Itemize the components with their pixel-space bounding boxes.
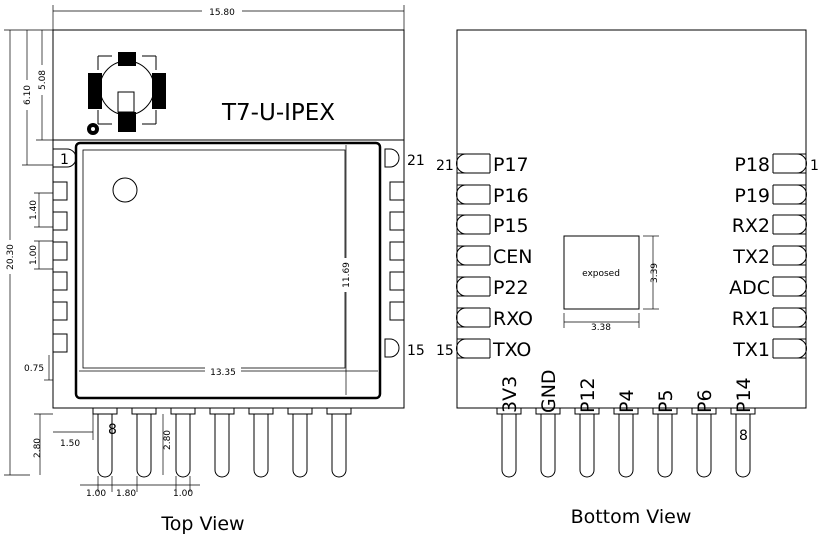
top-view: 15.80 20.30 6.10 5.08 1.40 1.00 0.75 <box>4 5 425 535</box>
bottom-left-pads <box>456 153 491 359</box>
bottom-view-caption: Bottom View <box>571 506 692 528</box>
pad-w2-dim-label: 1.00 <box>173 489 193 499</box>
bottom-pin-15-label: 15 <box>436 343 454 359</box>
bottom-pin-3: P12 <box>577 377 599 413</box>
shield-inner <box>82 149 346 369</box>
bottom-pin-2: GND <box>538 369 560 413</box>
exposed-pad <box>563 235 640 310</box>
bottom-pin-7: P14 <box>733 377 755 413</box>
exposed-width-dim-label: 3.38 <box>591 323 611 333</box>
top-left-pins <box>53 148 77 353</box>
module-label: T7-U-IPEX <box>221 100 335 126</box>
right-pin-4: TX2 <box>732 246 770 268</box>
exposed-height-dim-label: 3.39 <box>650 263 660 283</box>
ipex-connector <box>87 52 166 135</box>
right-pin-5: ADC <box>729 277 770 299</box>
pad-length-right-dim-label: 2.80 <box>163 430 173 450</box>
bottom-view: P17 P16 P15 CEN P22 RXO TXO 21 15 P18 P1… <box>436 29 819 528</box>
pad-offset-dim-label: 1.50 <box>60 439 80 449</box>
antenna-inner-dim-label: 5.08 <box>38 70 48 90</box>
shield-height-dim-label: 11.69 <box>342 262 352 288</box>
pin-height-dim-label: 1.00 <box>29 245 39 265</box>
left-pin-2: P16 <box>493 185 529 207</box>
shield-width-dim-label: 13.35 <box>210 368 236 378</box>
bottom-pin-1-label: 1 <box>810 158 819 174</box>
antenna-total-dim-label: 6.10 <box>23 85 33 105</box>
left-pin-3: P15 <box>493 215 529 237</box>
top-pin-1-label: 1 <box>60 152 69 168</box>
pin-pitch-dim-label: 1.40 <box>29 200 39 220</box>
top-view-caption: Top View <box>160 513 244 535</box>
top-pin-15-label: 15 <box>407 343 425 359</box>
left-pin-6: RXO <box>493 308 533 330</box>
top-right-pins <box>384 148 404 358</box>
bottom-pin-6: P6 <box>694 389 716 413</box>
right-pin-1: P18 <box>734 154 770 176</box>
bottom-pads <box>496 408 756 478</box>
shield-can <box>74 141 382 400</box>
shield-marker-circle <box>112 177 138 203</box>
width-dim-label: 15.80 <box>209 8 235 18</box>
pad-pitch-dim-label: 1.80 <box>116 489 136 499</box>
top-bottom-pad-8-label: 8 <box>108 422 117 438</box>
bottom-pin-4: P4 <box>616 389 638 413</box>
top-bottom-pads <box>92 408 352 478</box>
left-pin-4: CEN <box>493 246 532 268</box>
left-pin-5: P22 <box>493 277 529 299</box>
bottom-pin-1: 3V3 <box>499 376 521 413</box>
bottom-view-outline <box>456 29 807 409</box>
pin-bottom-gap-dim-label: 0.75 <box>24 364 44 374</box>
left-pin-1: P17 <box>493 154 529 176</box>
height-dim-label: 20.30 <box>6 244 16 270</box>
right-pin-6: RX1 <box>732 308 770 330</box>
bottom-right-pads <box>772 153 807 359</box>
right-pin-3: RX2 <box>732 215 770 237</box>
right-pin-2: P19 <box>734 185 770 207</box>
top-pin-21-label: 21 <box>407 153 425 169</box>
right-pin-7: TX1 <box>732 339 770 361</box>
left-pin-7: TXO <box>492 339 531 361</box>
top-view-outline <box>52 29 405 409</box>
bottom-pad-8-label: 8 <box>739 428 748 444</box>
bottom-pin-5: P5 <box>655 389 677 413</box>
pad-length-left-dim-label: 2.80 <box>33 438 43 458</box>
bottom-pin-21-label: 21 <box>436 158 454 174</box>
exposed-label: exposed <box>582 269 620 279</box>
pad-w1-dim-label: 1.00 <box>86 489 106 499</box>
